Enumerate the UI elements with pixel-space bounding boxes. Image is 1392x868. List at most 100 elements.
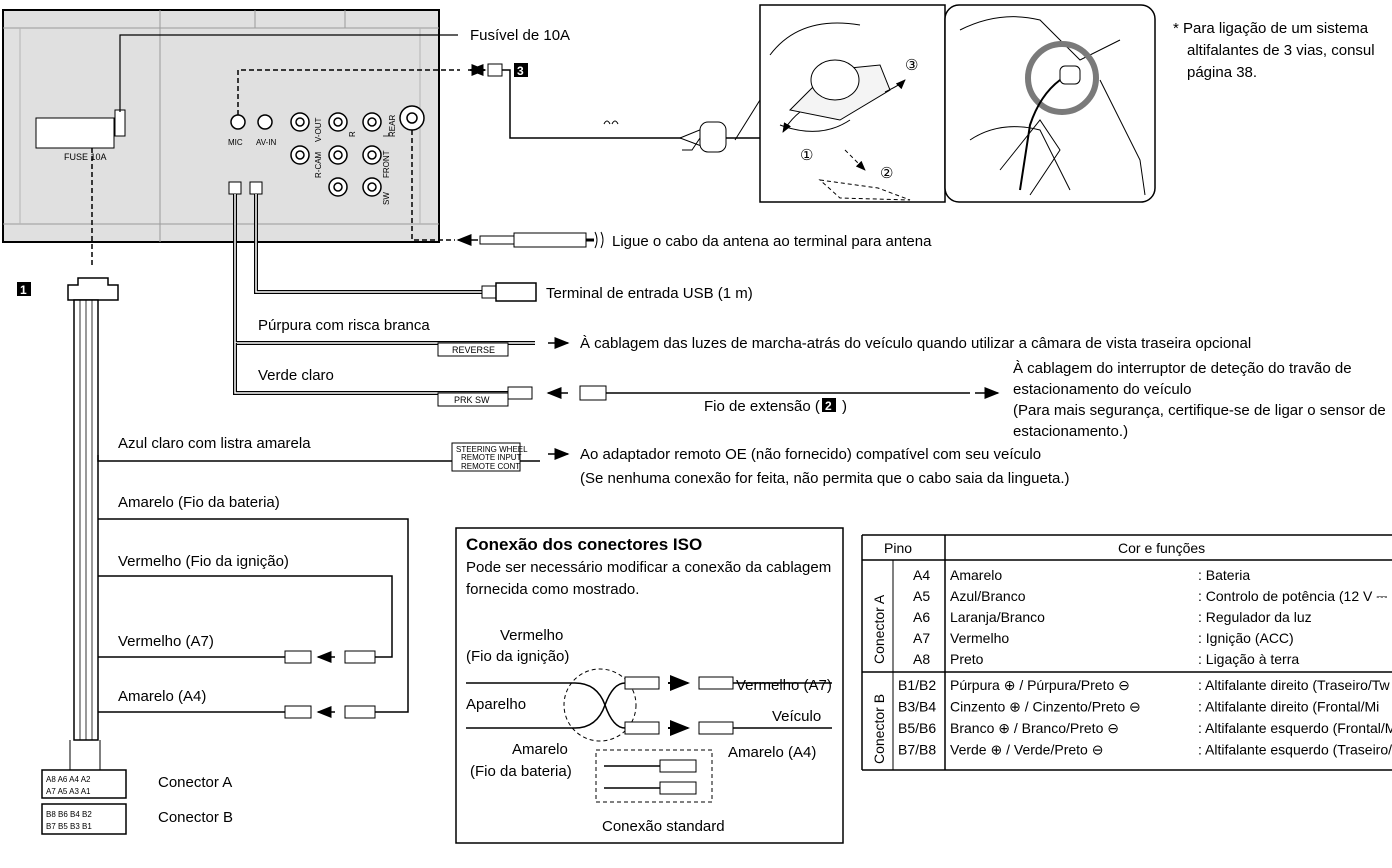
table-header-pin: Pino xyxy=(884,540,912,556)
jack-label-l: L xyxy=(382,132,391,137)
footnote-line-3: página 38. xyxy=(1187,64,1257,81)
table-cell-func: : Altifalante esquerdo (Frontal/M xyxy=(1198,720,1392,736)
table-cell-pin: A4 xyxy=(913,567,930,583)
iso-right-top: Vermelho (A7) xyxy=(736,677,832,694)
remote-destination-1: Ao adaptador remoto OE (não fornecido) c… xyxy=(580,446,1041,463)
iso-plug xyxy=(67,277,119,301)
iso-box-desc-1: Pode ser necessário modificar a conexão … xyxy=(466,559,831,576)
connector-b-label: Conector B xyxy=(158,809,233,826)
table-cell-func: : Bateria xyxy=(1198,567,1250,583)
badge-2 xyxy=(822,398,836,412)
wire-label-reverse: Púrpura com risca branca xyxy=(258,317,430,334)
table-cell-color: Amarelo xyxy=(950,567,1002,583)
a7-connectors xyxy=(284,650,376,664)
steering-tag-line-1: STEERING WHEEL xyxy=(456,445,528,454)
usb-plug-body xyxy=(481,285,497,299)
iso-left-bottom-2: (Fio da bateria) xyxy=(470,763,572,780)
fuse-holder xyxy=(114,109,126,137)
parking-connector-male xyxy=(507,386,533,400)
badge-1 xyxy=(17,282,31,296)
step-3: ③ xyxy=(905,57,918,74)
table-cell-pin: B7/B8 xyxy=(898,742,936,758)
iso-right-mid: Veículo xyxy=(772,708,821,725)
table-cell-color: Azul/Branco xyxy=(950,588,1026,604)
table-cell-pin: A7 xyxy=(913,630,930,646)
mic-mounting-illustration: ③ ① ② xyxy=(759,4,946,203)
reverse-tag xyxy=(437,342,509,357)
wire-label-steering: Azul claro com listra amarela xyxy=(118,435,311,452)
badge-3 xyxy=(514,63,528,77)
table-rows-b: B1/B2 Púrpura ⊕ / Púrpura/Preto ⊖ : Altifa… xyxy=(898,677,1392,758)
reverse-destination: À cablagem das luzes de marcha-atrás do … xyxy=(580,335,1251,352)
steering-tag-line-2: REMOTE INPUT xyxy=(461,453,522,462)
parking-connector-female xyxy=(579,385,607,401)
iso-left-top-2: (Fio da ignição) xyxy=(466,648,569,665)
connector-b-pins-top: B8 B6 B4 B2 xyxy=(46,810,92,819)
table-cell-func: : Altifalante direito (Traseiro/Tw xyxy=(1198,677,1391,693)
wire-label-battery: Amarelo (Fio da bateria) xyxy=(118,494,280,511)
iso-socket xyxy=(35,117,115,149)
extension-label: Fio de extensão ( xyxy=(704,398,820,415)
badge-1-text: 1 xyxy=(20,283,27,297)
table-cell-pin: B1/B2 xyxy=(898,677,936,693)
table-group-a: Conector A xyxy=(871,594,887,664)
iso-box-title: Conexão dos conectores ISO xyxy=(466,535,702,554)
iso-standard: Conexão standard xyxy=(602,818,725,835)
table-cell-color: Verde ⊕ / Verde/Preto ⊖ xyxy=(950,742,1103,758)
step-1: ① xyxy=(800,147,813,164)
reverse-tag-text: REVERSE xyxy=(452,345,495,355)
jack-label-sw: SW xyxy=(382,192,391,205)
iso-connection-box: Conexão dos conectores ISO Pode ser nece… xyxy=(455,527,844,844)
wire-label-a7: Vermelho (A7) xyxy=(118,633,214,650)
table-cell-pin: A8 xyxy=(913,651,930,667)
parking-destination-3: (Para mais segurança, certifique-se de l… xyxy=(1013,402,1386,419)
usb-plug-head xyxy=(495,282,537,302)
iso-left-mid: Aparelho xyxy=(466,696,526,713)
a4-connectors xyxy=(284,705,376,719)
table-cell-func: : Controlo de potência (12 V ⎓ xyxy=(1198,588,1387,604)
connector-b-pins-bottom: B7 B5 B3 B1 xyxy=(46,822,92,831)
jack-label-r-cam: R-CAM xyxy=(314,151,323,178)
table-cell-color: Branco ⊕ / Branco/Preto ⊖ xyxy=(950,720,1119,736)
rca-jacks xyxy=(230,105,425,197)
steering-tag-line-3: REMOTE CONT xyxy=(461,462,520,471)
table-cell-func: : Ignição (ACC) xyxy=(1198,630,1294,646)
steering-tag xyxy=(451,442,521,472)
connector-a-pins-bottom: A7 A5 A3 A1 xyxy=(46,787,91,796)
table-cell-color: Cinzento ⊕ / Cinzento/Preto ⊖ xyxy=(950,699,1141,715)
fuse-callout: Fusível de 10A xyxy=(470,27,570,44)
footnote-line-1: * Para ligação de um sistema xyxy=(1173,20,1369,37)
table-cell-color: Vermelho xyxy=(950,630,1009,646)
pin-table: Pino Cor e funções Conector A Conector B… xyxy=(861,534,1392,771)
connector-b: B8 B6 B4 B2 B7 B5 B3 B1 xyxy=(41,803,127,835)
jack-label-rear: REAR xyxy=(388,115,397,137)
antenna-plug xyxy=(479,235,515,245)
table-cell-color: Preto xyxy=(950,651,984,667)
antenna-cable xyxy=(513,232,587,248)
car-interior-illustration xyxy=(944,4,1156,203)
iso-left-bottom-1: Amarelo xyxy=(512,741,568,758)
parking-tag-text: PRK SW xyxy=(454,395,490,405)
jack-label-mic: MIC xyxy=(228,138,243,147)
table-cell-func: : Altifalante esquerdo (Traseiro/ xyxy=(1198,742,1392,758)
fuse-label: FUSE 10A xyxy=(64,152,107,162)
jack-label-r: R xyxy=(348,131,357,137)
connector-a-label: Conector A xyxy=(158,774,232,791)
connector-a: A8 A6 A4 A2 A7 A5 A3 A1 xyxy=(41,769,127,799)
table-cell-func: : Altifalante direito (Frontal/Mi xyxy=(1198,699,1379,715)
microphone-cable xyxy=(237,63,780,197)
remote-destination-2: (Se nenhuma conexão for feita, não permi… xyxy=(580,470,1070,487)
jack-label-av-in: AV-IN xyxy=(256,138,277,147)
iso-left-top-1: Vermelho xyxy=(500,627,563,644)
usb-callout: Terminal de entrada USB (1 m) xyxy=(546,285,753,302)
connector-a-pins-top: A8 A6 A4 A2 xyxy=(46,775,91,784)
table-cell-color: Púrpura ⊕ / Púrpura/Preto ⊖ xyxy=(950,677,1130,693)
table-cell-color: Laranja/Branco xyxy=(950,609,1045,625)
parking-destination-1: À cablagem do interruptor de deteção do … xyxy=(1013,360,1352,377)
head-unit: FUSE 10A MIC AV-IN V-OUT R L REAR R-CAM … xyxy=(2,9,440,243)
wire-label-ignition: Vermelho (Fio da ignição) xyxy=(118,553,289,570)
table-cell-pin: A5 xyxy=(913,588,930,604)
footnote-line-2: altifalantes de 3 vias, consul xyxy=(1187,42,1375,59)
antenna-callout: Ligue o cabo da antena ao terminal para … xyxy=(612,233,932,250)
